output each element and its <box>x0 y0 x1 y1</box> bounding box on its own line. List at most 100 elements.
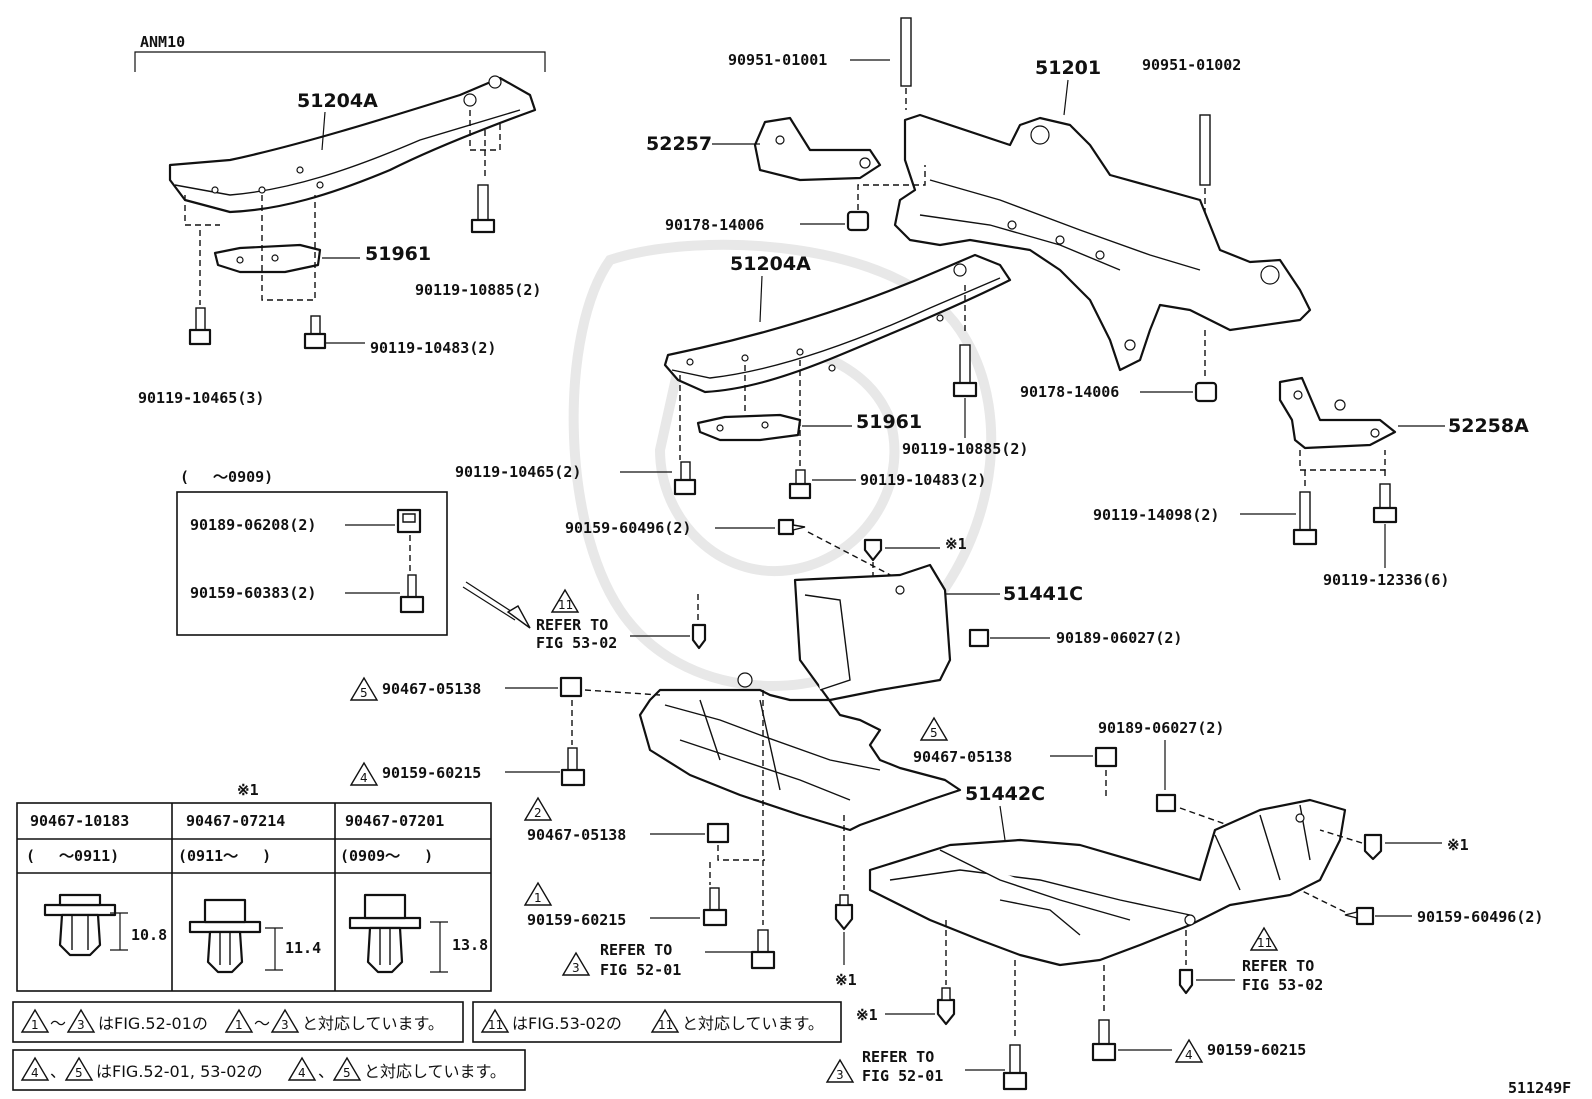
nut-90467-05138-a[interactable] <box>559 676 583 698</box>
bolt-refer-52-01-b[interactable] <box>1002 1044 1028 1091</box>
collar-90178-14006-a[interactable] <box>846 210 870 232</box>
nut-90189-06027-a[interactable] <box>968 628 990 648</box>
part-51961-top[interactable]: 51961 <box>365 243 431 265</box>
plate-51961-mid[interactable] <box>696 413 802 442</box>
bolt-90119-10465-a[interactable] <box>188 307 212 346</box>
part-51204A-top[interactable]: 51204A <box>297 90 378 112</box>
screw-90159-60383[interactable] <box>399 574 425 614</box>
bolt-90119-14098[interactable] <box>1292 491 1318 546</box>
clip-refer-a[interactable] <box>691 623 707 650</box>
part-90189-06027-b[interactable]: 90189-06027(2) <box>1098 719 1224 737</box>
part-90178-14006-b[interactable]: 90178-14006 <box>1020 383 1119 401</box>
bracket-52258A[interactable] <box>1278 376 1397 450</box>
clip-note1-a[interactable] <box>863 538 883 562</box>
bracket-52257[interactable] <box>753 116 882 182</box>
part-51204A-mid[interactable]: 51204A <box>730 253 811 275</box>
bolt-90159-60215-b[interactable] <box>702 887 728 927</box>
bolt-90159-60215-a[interactable] <box>560 747 586 787</box>
part-90467-05138-a[interactable]: 90467-05138 <box>382 680 481 698</box>
note-c: 4 、 5 はFIG.52-01, 53-02の 4 、 5 と対応しています。 <box>12 1049 526 1091</box>
bolt-refer-52-01-a[interactable] <box>750 929 776 970</box>
note-c-mark-5b: 5 <box>343 1066 351 1080</box>
part-90119-12336[interactable]: 90119-12336(6) <box>1323 571 1449 589</box>
part-51201[interactable]: 51201 <box>1035 57 1101 79</box>
fig-52-01-a[interactable]: FIG 52-01 <box>600 961 681 979</box>
nut-90189-06027-b[interactable] <box>1155 793 1177 813</box>
part-51961-mid[interactable]: 51961 <box>856 411 922 433</box>
nut-90467-05138-b[interactable] <box>706 822 730 844</box>
cover-51441C[interactable] <box>638 563 962 832</box>
part-90189-06027-a[interactable]: 90189-06027(2) <box>1056 629 1182 647</box>
part-90119-14098[interactable]: 90119-14098(2) <box>1093 506 1219 524</box>
bolt-90119-10465-b[interactable] <box>673 461 697 496</box>
note-c-text-4: と対応しています。 <box>364 1062 506 1081</box>
part-90467-05138-c[interactable]: 90467-05138 <box>913 748 1012 766</box>
part-52257[interactable]: 52257 <box>646 133 712 155</box>
inset-range: ( ～0909) <box>180 468 273 486</box>
nut-90467-05138-c[interactable] <box>1094 746 1118 768</box>
bolt-90159-60215-c[interactable] <box>1091 1019 1117 1062</box>
part-90119-10465-a[interactable]: 90119-10465(3) <box>138 389 264 407</box>
part-90159-60215-b[interactable]: 90159-60215 <box>527 911 626 929</box>
bolt-90119-12336[interactable] <box>1372 483 1398 524</box>
note-c-text-3: 、 <box>318 1062 334 1081</box>
note-a-mark-3: 3 <box>77 1018 85 1032</box>
anm10-group: ANM10 51204A 51961 <box>134 33 546 407</box>
screw-90159-60496-b[interactable] <box>1344 906 1375 926</box>
part-90119-10885-a[interactable]: 90119-10885(2) <box>415 281 541 299</box>
stud-90951-01002[interactable] <box>1199 114 1211 186</box>
part-90159-60496-b[interactable]: 90159-60496(2) <box>1417 908 1543 926</box>
part-90159-60215-c[interactable]: 90159-60215 <box>1207 1041 1306 1059</box>
mark-4-a: 4 <box>360 771 368 785</box>
stud-90951-01001[interactable] <box>900 17 912 87</box>
part-52258A[interactable]: 52258A <box>1448 415 1529 437</box>
part-90189-06208[interactable]: 90189-06208(2) <box>190 516 316 534</box>
fig-53-02-a[interactable]: FIG 53-02 <box>536 634 617 652</box>
part-90159-60383[interactable]: 90159-60383(2) <box>190 584 316 602</box>
plate-51961-top[interactable] <box>213 243 322 274</box>
note-c-text-1: 、 <box>50 1062 66 1081</box>
collar-90178-14006-b[interactable] <box>1194 381 1218 403</box>
part-90159-60496-a[interactable]: 90159-60496(2) <box>565 519 691 537</box>
footer-code: 511249F <box>1508 1079 1571 1097</box>
refer-53-02-a: 11 REFER TO FIG 53-02 <box>536 588 707 652</box>
brace-51204A-mid[interactable] <box>663 253 1012 394</box>
inset-box: ( ～0909) 90189-06208(2) 90159-60383(2) <box>176 468 531 636</box>
part-90951-01002[interactable]: 90951-01002 <box>1142 56 1241 74</box>
bolt-90119-10885-b[interactable] <box>952 344 978 398</box>
crossmember-51201[interactable] <box>893 113 1312 372</box>
part-90951-01001[interactable]: 90951-01001 <box>728 51 827 69</box>
part-51442C[interactable]: 51442C <box>965 783 1045 805</box>
part-90119-10483-a[interactable]: 90119-10483(2) <box>370 339 496 357</box>
note-a-text-1: ～ <box>50 1014 66 1033</box>
note-c-mark-4: 4 <box>31 1066 39 1080</box>
note1-mark-b: ※1 <box>835 971 857 989</box>
clip-note1-b[interactable] <box>834 894 854 931</box>
brace-51204A-top[interactable] <box>168 75 537 214</box>
bolt-90119-10483-a[interactable] <box>303 315 327 350</box>
nut-90189-06208[interactable] <box>396 508 422 534</box>
part-51441C[interactable]: 51441C <box>1003 583 1083 605</box>
clip-col-2-range: (0911～ ) <box>178 847 271 865</box>
part-90119-10465-b[interactable]: 90119-10465(2) <box>455 463 581 481</box>
bolt-90119-10885-a[interactable] <box>470 184 496 234</box>
clip-note1-c[interactable] <box>1363 833 1383 861</box>
screw-90159-60496-a[interactable] <box>777 518 806 536</box>
clip-note1-d[interactable] <box>936 987 956 1026</box>
note-a-mark-3b: 3 <box>281 1018 289 1032</box>
part-90159-60215-a[interactable]: 90159-60215 <box>382 764 481 782</box>
part-90119-10885-b[interactable]: 90119-10885(2) <box>902 440 1028 458</box>
bolt-90119-10483-b[interactable] <box>788 469 812 500</box>
fig-52-01-b[interactable]: FIG 52-01 <box>862 1067 943 1085</box>
part-90178-14006-a[interactable]: 90178-14006 <box>665 216 764 234</box>
note-a-text-2: はFIG.52-01の <box>98 1014 208 1033</box>
refer-to-c: REFER TO <box>1242 957 1314 975</box>
part-90467-05138-b[interactable]: 90467-05138 <box>527 826 626 844</box>
clip-col-3-range: (0909～ ) <box>340 847 433 865</box>
clip-90467-10183 <box>43 893 117 957</box>
clip-refer-b[interactable] <box>1178 968 1194 995</box>
refer-to-a: REFER TO <box>536 616 608 634</box>
part-90119-10483-b[interactable]: 90119-10483(2) <box>860 471 986 489</box>
cover-51442C[interactable] <box>868 798 1347 967</box>
fig-53-02-b[interactable]: FIG 53-02 <box>1242 976 1323 994</box>
